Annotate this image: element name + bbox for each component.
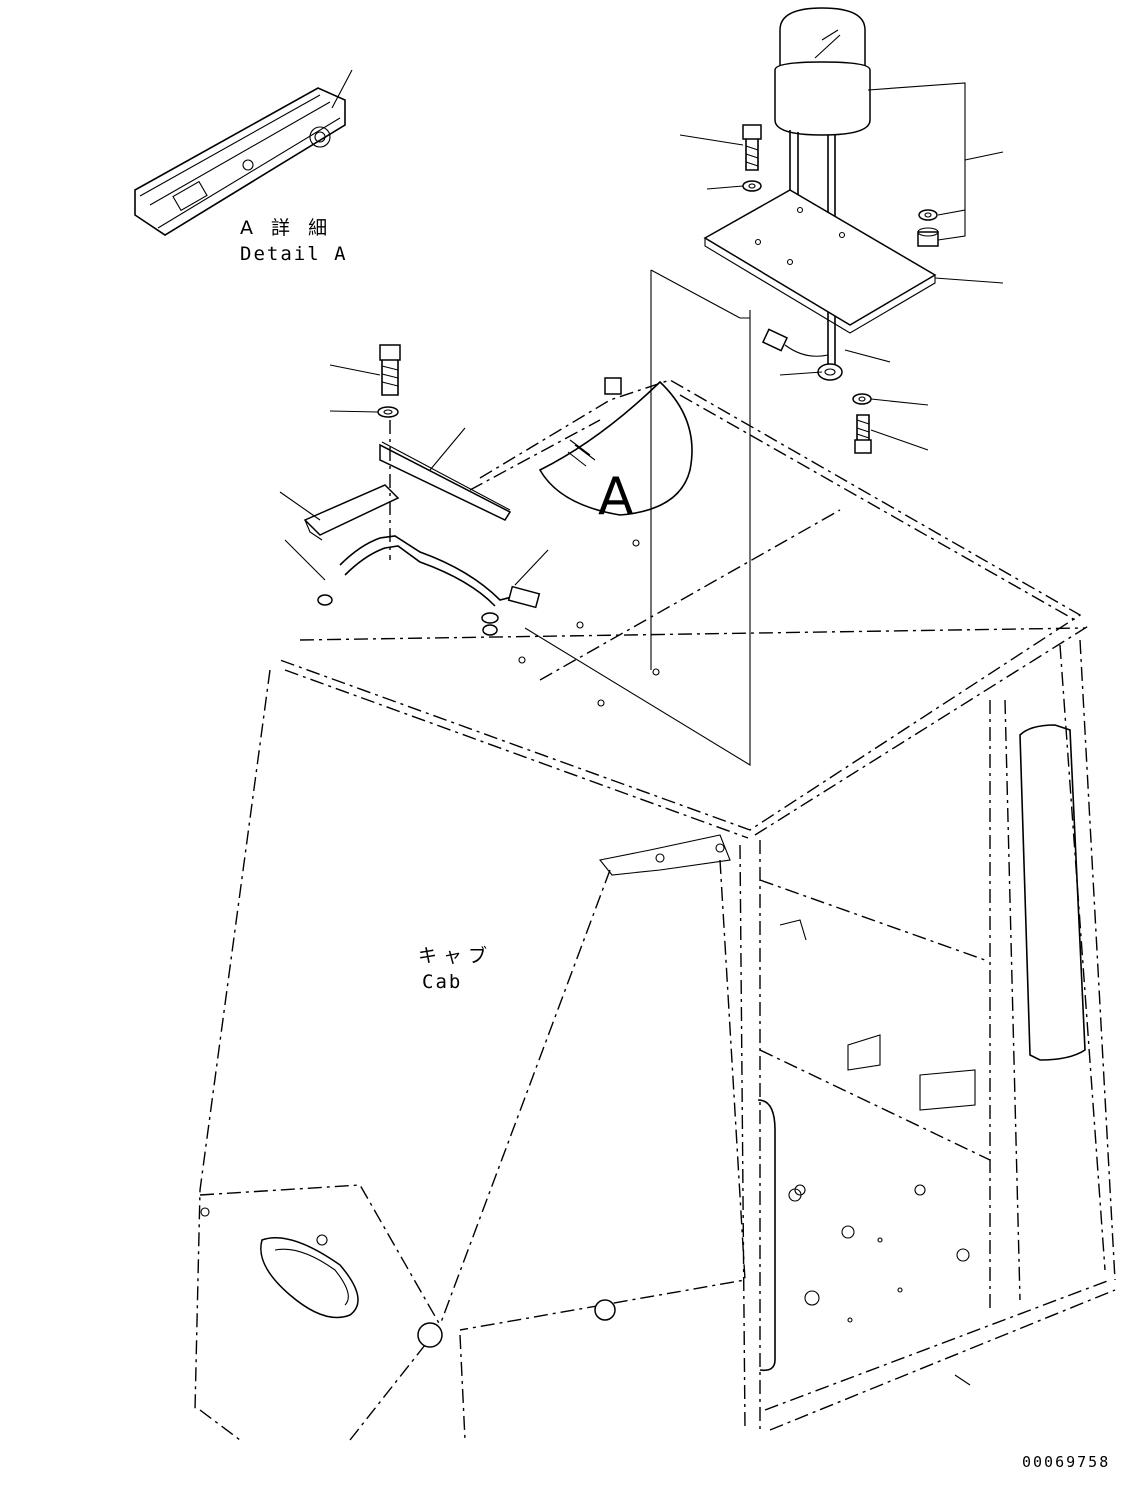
cab-door-handle	[200, 1207, 616, 1348]
cab-interior-floor	[757, 919, 976, 1386]
detail-a-title-en: Detail A	[240, 243, 348, 265]
beacon-mounting-plate	[703, 189, 937, 334]
cab-label-jp: キャブ	[418, 944, 493, 967]
detail-a-assembly	[134, 69, 353, 236]
roof-bracket-hardware	[303, 344, 541, 636]
beacon-hardware	[742, 124, 939, 454]
detail-a-title-jp: A 詳 細	[240, 217, 333, 239]
drawing-number: 00069758	[1022, 1453, 1110, 1471]
leader-lines-left	[279, 364, 549, 586]
view-marker-a: A	[598, 467, 634, 527]
cab-body	[194, 639, 1116, 1441]
leader-lines-right	[524, 82, 1004, 766]
cab-label-en: Cab	[422, 971, 462, 993]
cab-roof	[279, 377, 1091, 839]
